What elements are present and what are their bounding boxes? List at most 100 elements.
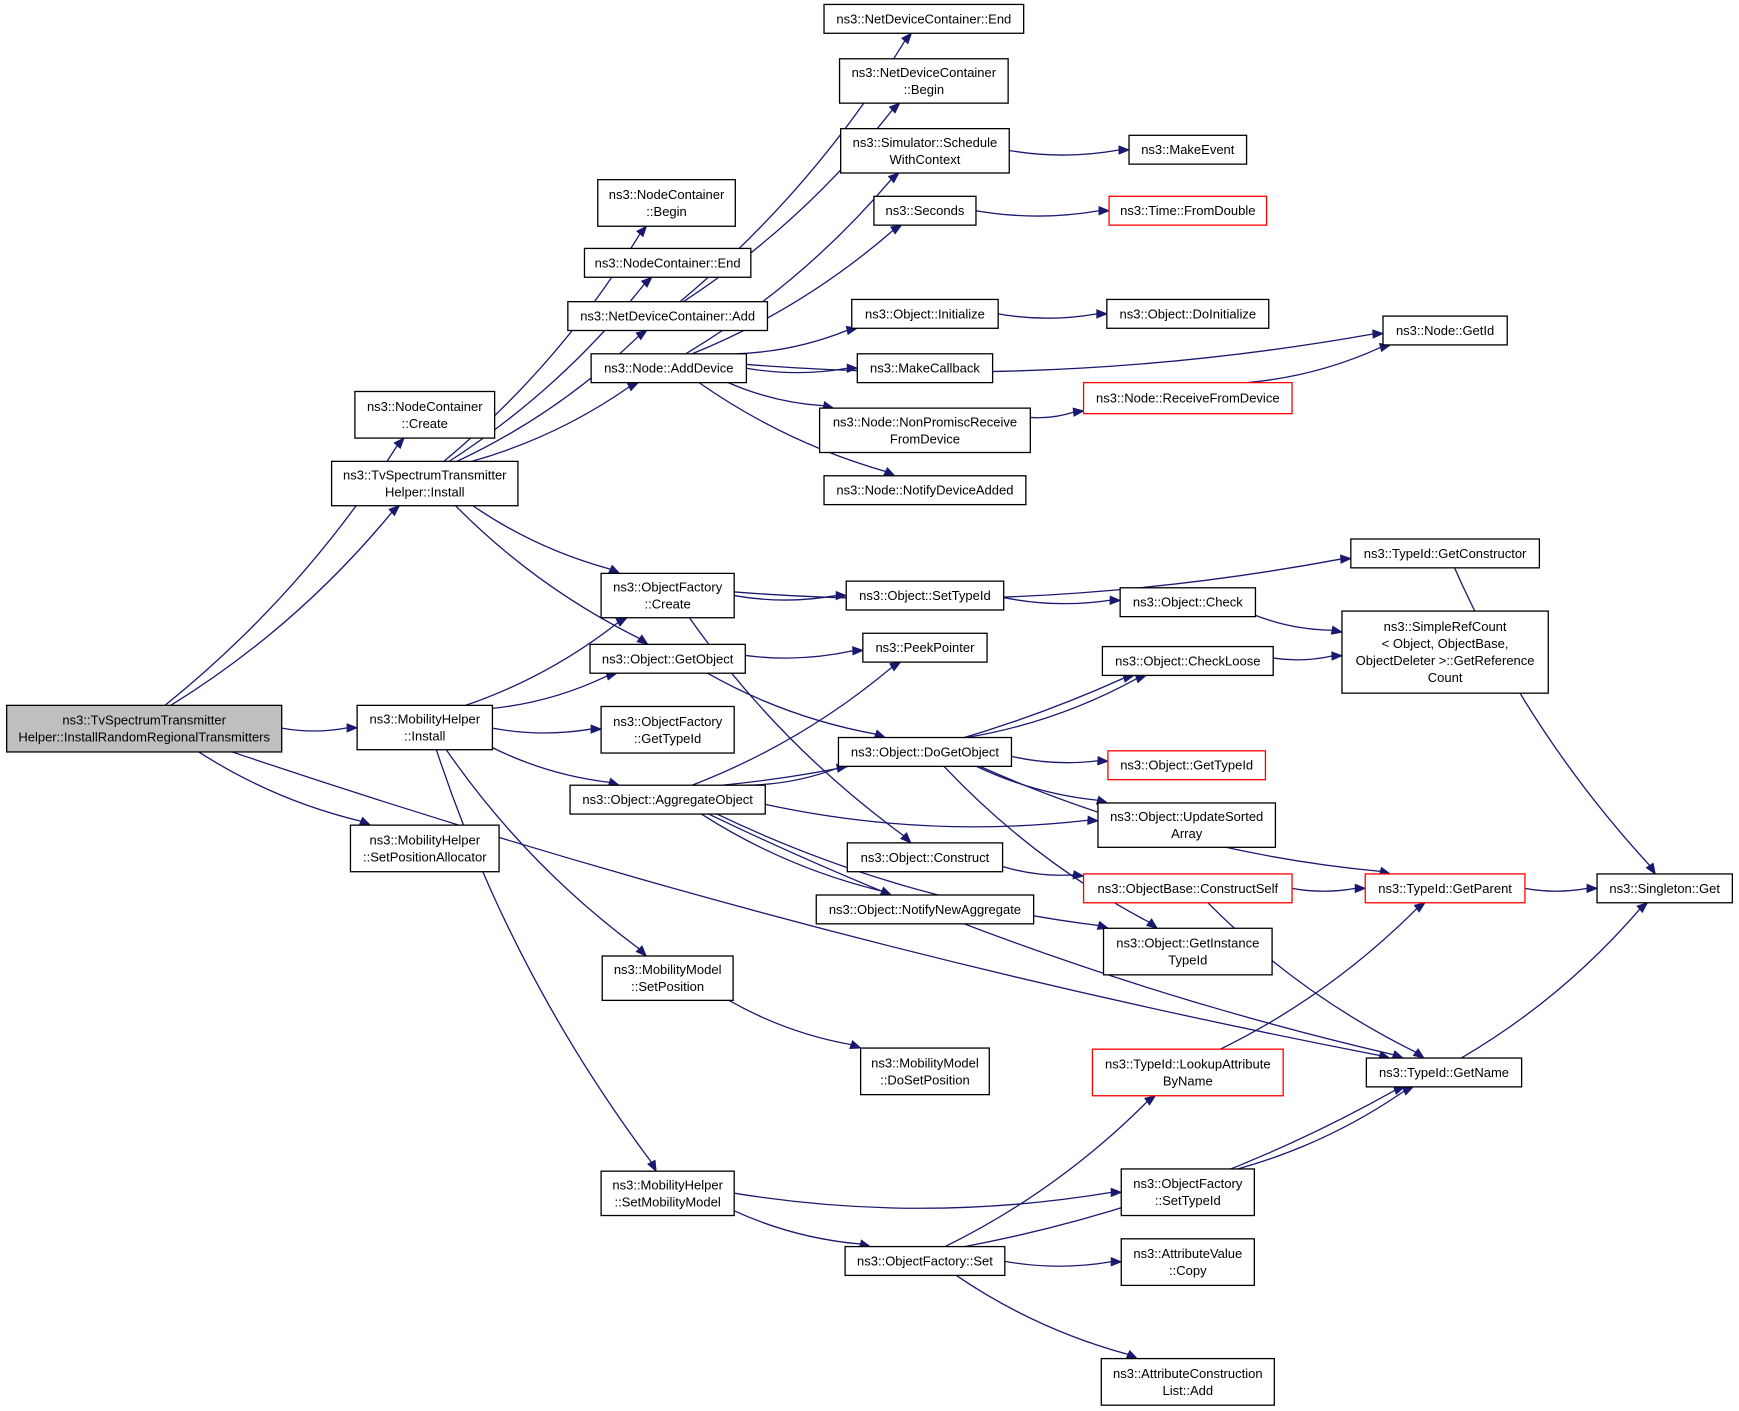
- node-label: ns3::Object::AggregateObject: [582, 792, 753, 807]
- node-obj-getobject[interactable]: ns3::Object::GetObject: [589, 643, 746, 674]
- node-node-receive[interactable]: ns3::Node::ReceiveFromDevice: [1082, 381, 1293, 415]
- node-label: ns3::Object::Initialize: [865, 306, 985, 321]
- edge-mob_install-to-mh_setmobility: [435, 749, 652, 1163]
- node-label: ns3::Time::FromDouble: [1120, 203, 1255, 218]
- node-box: [1082, 381, 1293, 415]
- node-label: ns3::Object::NotifyNewAggregate: [829, 902, 1021, 917]
- node-label: ::Begin: [904, 82, 944, 97]
- nodes-layer: ns3::TvSpectrumTransmitterHelper::Instal…: [6, 3, 1733, 1406]
- arrowhead: [1586, 883, 1599, 894]
- node-mob-setpos[interactable]: ns3::MobilityHelper::SetPositionAllocato…: [349, 824, 500, 873]
- node-typeid-getconstructor[interactable]: ns3::TypeId::GetConstructor: [1350, 538, 1541, 569]
- node-box: [845, 580, 1005, 611]
- node-nc-create[interactable]: ns3::NodeContainer::Create: [354, 390, 496, 439]
- edge-mm_setposition-to-mm_dosetposition: [728, 999, 852, 1046]
- node-box: [1091, 1048, 1284, 1097]
- node-attrvalue-copy[interactable]: ns3::AttributeValue::Copy: [1120, 1238, 1255, 1287]
- node-label: ns3::ObjectBase::ConstructSelf: [1097, 881, 1278, 896]
- node-node-notify[interactable]: ns3::Node::NotifyDeviceAdded: [823, 475, 1027, 506]
- node-obj-notifynew[interactable]: ns3::Object::NotifyNewAggregate: [815, 894, 1035, 925]
- node-node-getid[interactable]: ns3::Node::GetId: [1382, 315, 1508, 346]
- node-obj-gettypeid[interactable]: ns3::Object::GetTypeId: [1107, 750, 1267, 781]
- node-mm-setposition[interactable]: ns3::MobilityModel::SetPosition: [601, 955, 734, 1002]
- edge-obj_dogetobject-to-obj_getinstance: [943, 765, 1150, 923]
- node-label: ns3::Node::ReceiveFromDevice: [1096, 391, 1280, 406]
- edge-of_set-to-attrconst_add: [955, 1274, 1129, 1356]
- node-of-gettypeid[interactable]: ns3::ObjectFactory::GetTypeId: [600, 705, 735, 754]
- node-box: [1120, 1238, 1255, 1287]
- node-label: ::Begin: [646, 204, 686, 219]
- node-objbase-constructself[interactable]: ns3::ObjectBase::ConstructSelf: [1082, 873, 1293, 904]
- node-obj-check[interactable]: ns3::Object::Check: [1119, 587, 1257, 618]
- arrowhead: [1340, 554, 1353, 564]
- node-label: ns3::ObjectFactory: [1133, 1176, 1243, 1191]
- node-box: [354, 390, 496, 439]
- node-of-settypeid[interactable]: ns3::ObjectFactory::SetTypeId: [1120, 1168, 1255, 1217]
- node-label: ns3::NetDeviceContainer::Add: [580, 309, 755, 324]
- node-ndc-begin[interactable]: ns3::NetDeviceContainer::Begin: [838, 58, 1009, 104]
- edge-mob_install-to-of_gettypeid: [492, 727, 592, 734]
- node-label: ns3::MobilityModel: [614, 962, 722, 977]
- node-box: [1102, 927, 1273, 976]
- arrowhead: [590, 724, 603, 734]
- node-label: ns3::Seconds: [886, 203, 965, 218]
- node-box: [823, 3, 1025, 34]
- edge-mob_install-to-mm_setposition: [445, 749, 640, 950]
- node-ndc-add[interactable]: ns3::NetDeviceContainer::Add: [567, 301, 769, 332]
- node-mob-install[interactable]: ns3::MobilityHelper::Install: [356, 704, 494, 751]
- node-box: [1119, 587, 1257, 618]
- node-obj-initialize[interactable]: ns3::Object::Initialize: [851, 298, 999, 329]
- node-label: ns3::Object::GetTypeId: [1120, 758, 1253, 773]
- node-obj-aggregate[interactable]: ns3::Object::AggregateObject: [569, 784, 766, 815]
- node-node-adddevice[interactable]: ns3::Node::AddDevice: [590, 353, 748, 384]
- node-box: [1364, 873, 1526, 904]
- node-box: [1128, 134, 1248, 165]
- node-box: [600, 572, 735, 619]
- node-singleton-get[interactable]: ns3::Singleton::Get: [1596, 873, 1733, 904]
- node-obj-settypeid[interactable]: ns3::Object::SetTypeId: [845, 580, 1005, 611]
- node-obj-checkloose[interactable]: ns3::Object::CheckLoose: [1101, 645, 1274, 677]
- edge-node_adddevice-to-node_notify: [698, 382, 886, 473]
- edge-of_create-to-obj_settypeid: [734, 594, 837, 601]
- node-box: [567, 301, 769, 332]
- node-root[interactable]: ns3::TvSpectrumTransmitterHelper::Instal…: [6, 704, 283, 753]
- edge-root-to-tvs_install: [170, 511, 393, 706]
- node-of-set[interactable]: ns3::ObjectFactory::Set: [844, 1245, 1006, 1277]
- node-makeevent[interactable]: ns3::MakeEvent: [1128, 134, 1248, 165]
- edge-node_adddevice-to-node_getid: [746, 333, 1374, 373]
- arrowhead: [1110, 1257, 1123, 1267]
- node-label: ns3::NodeContainer: [367, 399, 483, 414]
- node-nc-end[interactable]: ns3::NodeContainer::End: [583, 247, 752, 278]
- edge-obj_dogetobject-to-obj_updatesorted: [976, 765, 1098, 801]
- node-mm-dosetposition[interactable]: ns3::MobilityModel::DoSetPosition: [859, 1047, 990, 1096]
- node-tvs-install[interactable]: ns3::TvSpectrumTransmitterHelper::Instal…: [330, 460, 519, 507]
- node-makecallback[interactable]: ns3::MakeCallback: [856, 353, 994, 384]
- node-of-create[interactable]: ns3::ObjectFactory::Create: [600, 572, 735, 619]
- node-obj-construct[interactable]: ns3::Object::Construct: [846, 842, 1004, 873]
- arrowhead: [1413, 901, 1427, 913]
- node-typeid-getparent[interactable]: ns3::TypeId::GetParent: [1364, 873, 1526, 904]
- node-typeid-getname[interactable]: ns3::TypeId::GetName: [1365, 1057, 1523, 1088]
- node-peekpointer[interactable]: ns3::PeekPointer: [862, 632, 988, 663]
- node-time-fromdouble[interactable]: ns3::Time::FromDouble: [1108, 195, 1268, 226]
- node-mh-setmobility[interactable]: ns3::MobilityHelper::SetMobilityModel: [600, 1170, 735, 1217]
- node-seconds[interactable]: ns3::Seconds: [873, 195, 977, 226]
- arrowhead: [358, 816, 372, 826]
- node-ndc-end[interactable]: ns3::NetDeviceContainer::End: [823, 3, 1025, 34]
- arrowhead: [1636, 901, 1649, 914]
- node-box: [846, 842, 1004, 873]
- node-nc-begin[interactable]: ns3::NodeContainer::Begin: [597, 179, 736, 227]
- node-simplerefcount[interactable]: ns3::SimpleRefCount< Object, ObjectBase,…: [1341, 610, 1549, 694]
- node-label: ns3::Node::GetId: [1396, 323, 1494, 338]
- node-obj-dogetobject[interactable]: ns3::Object::DoGetObject: [837, 736, 1013, 768]
- node-box: [600, 705, 735, 754]
- edge-of_create-to-typeid_getconstructor: [734, 558, 1341, 600]
- node-label: < Object, ObjectBase,: [1382, 636, 1509, 651]
- node-obj-doinitialize[interactable]: ns3::Object::DoInitialize: [1106, 298, 1270, 329]
